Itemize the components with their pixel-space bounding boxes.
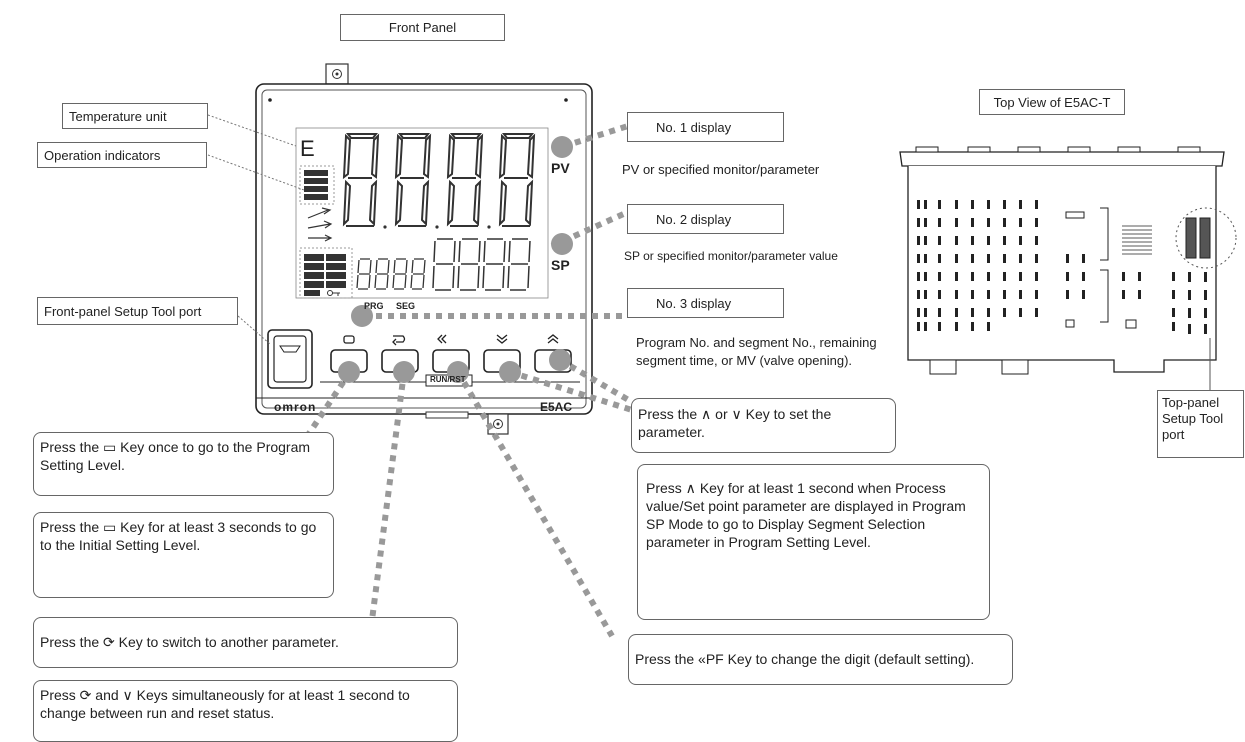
thin-leaders [207, 114, 305, 345]
top-setup-port-label: Top-panel Setup Tool port [1157, 390, 1244, 458]
run-rst-label: RUN/RST [430, 375, 466, 384]
no1-display-desc: PV or specified monitor/parameter [622, 162, 820, 177]
no2-display-title: No. 2 display [627, 204, 784, 234]
front-panel-title: Front Panel [340, 14, 505, 41]
leader-dots [338, 136, 573, 383]
note-initial-level: Press the ▭ Key for at least 3 seconds t… [33, 512, 334, 598]
note-switch-param: Press the ⟳ Key to switch to another par… [33, 617, 458, 668]
note-segment-select: Press ∧ Key for at least 1 second when P… [637, 464, 990, 620]
note-run-reset: Press ⟳ and ∨ Keys simultaneously for at… [33, 680, 458, 742]
sp-label: SP [551, 257, 570, 273]
seg-label: SEG [396, 301, 416, 311]
top-view-title: Top View of E5AC-T [979, 89, 1125, 115]
front-setup-port-label: Front-panel Setup Tool port [37, 297, 238, 325]
no2-display-desc: SP or specified monitor/parameter value [624, 249, 838, 263]
model-label: E5AC [540, 400, 573, 414]
prg-label: PRG [364, 301, 384, 311]
note-program-level: Press the ▭ Key once to go to the Progra… [33, 432, 334, 496]
no1-display-title: No. 1 display [627, 112, 784, 142]
operation-indicators-label: Operation indicators [37, 142, 207, 168]
note-pf-key: Press the «PF Key to change the digit (d… [628, 634, 1013, 685]
controller-top-view [899, 146, 1237, 390]
no3-display-desc: Program No. and segment No., remaining s… [636, 335, 877, 368]
temperature-unit-label: Temperature unit [62, 103, 208, 129]
controller-front-panel [255, 63, 593, 435]
no3-display-title: No. 3 display [627, 288, 784, 318]
temperature-unit-char: E [300, 136, 315, 161]
pv-label: PV [551, 160, 570, 176]
brand-logo: OMRON [274, 400, 317, 414]
note-up-down: Press the ∧ or ∨ Key to set the paramete… [631, 398, 896, 453]
